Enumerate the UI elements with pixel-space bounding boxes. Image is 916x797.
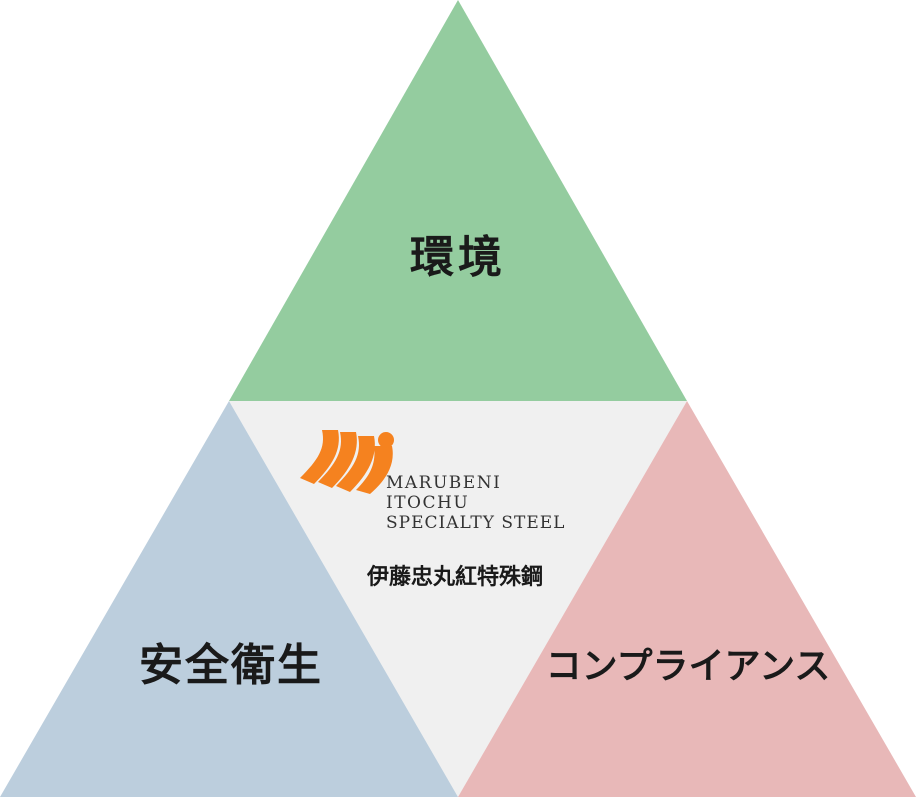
safety-health-triangle	[0, 401, 458, 797]
mi-wave-logo-icon	[300, 430, 394, 494]
logo-line-2: ITOCHU	[386, 493, 469, 513]
environment-triangle	[229, 0, 687, 401]
safety-health-label: 安全衛生	[139, 640, 323, 691]
compliance-label: コンプライアンス	[546, 646, 831, 687]
environment-label: 環境	[410, 232, 506, 283]
compliance-triangle	[458, 401, 916, 797]
logo-line-3: SPECIALTY STEEL	[386, 513, 565, 533]
company-name-jp: 伊藤忠丸紅特殊鋼	[366, 564, 543, 590]
center-triangle	[229, 401, 687, 797]
logo-line-1: MARUBENI	[386, 473, 501, 493]
